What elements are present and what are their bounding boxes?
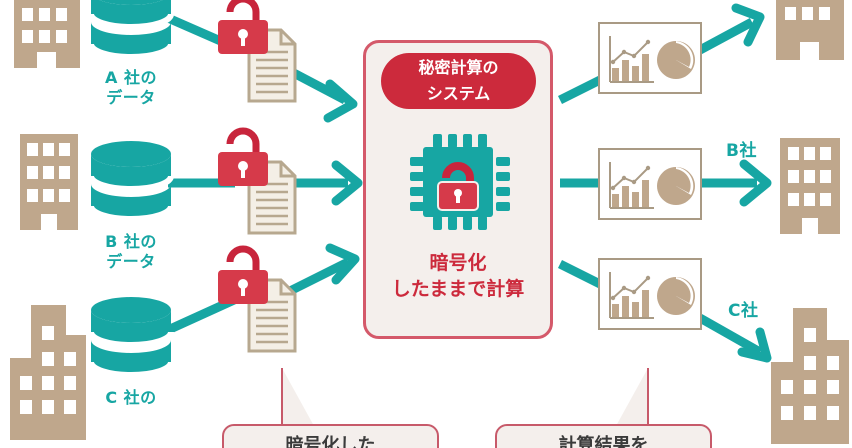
system-badge-label: 秘密計算の システム [381, 53, 536, 109]
arrow-doc-b-head [331, 160, 363, 206]
arrow-system-to-chart-1 [557, 75, 603, 105]
arrow-doc-a-to-system-shaft [285, 66, 348, 104]
padlock-icon [218, 127, 268, 186]
tiered-building-icon [771, 308, 849, 444]
arrow-chart-1-head [731, 3, 765, 47]
chip-lock-icon [410, 134, 510, 230]
destination-label-c: C社 [728, 301, 759, 321]
tiered-building-icon [10, 305, 86, 440]
database-cylinder-icon [88, 0, 174, 60]
bar-line-pie-chart-icon [598, 22, 702, 94]
database-label-a: A 社の データ [105, 68, 157, 107]
factory-building-icon [776, 0, 844, 60]
destination-label-b: B社 [726, 141, 757, 161]
callout-tail-left [281, 368, 314, 427]
factory-building-icon [14, 0, 80, 68]
arrow-db-c-to-doc-c [166, 295, 236, 335]
arrow-system-to-chart-3 [557, 259, 603, 289]
callout-right: 計算結果を [495, 424, 712, 448]
encrypted-document-c [218, 245, 297, 353]
arrow-doc-c-head [325, 243, 360, 285]
database-label-b: B 社の データ [105, 232, 157, 271]
office-building-icon [20, 134, 78, 230]
arrow-chart-3-to-building-3-shaft [697, 314, 763, 356]
arrow-chart-1-to-building-1-shaft [697, 18, 755, 54]
padlock-icon [218, 245, 268, 304]
padlock-icon [218, 0, 268, 54]
arrow-doc-a-head [323, 79, 358, 123]
office-building-icon [780, 138, 840, 234]
system-caption-label: 暗号化 したままで計算 [391, 252, 525, 300]
database-cylinder-icon [88, 297, 174, 378]
arrow-chart-2-head [739, 159, 772, 207]
database-label-c: C 社の [105, 388, 157, 407]
callout-tail-right [616, 368, 649, 427]
arrow-chart-3-head [737, 327, 772, 363]
encrypted-document-b [218, 127, 297, 235]
database-cylinder-icon [88, 141, 174, 222]
encrypted-document-a [218, 0, 297, 103]
callout-left: 暗号化した [222, 424, 439, 448]
arrow-doc-c-to-system-shaft [285, 257, 351, 297]
bar-line-pie-chart-icon [598, 258, 702, 330]
bar-line-pie-chart-icon [598, 148, 702, 220]
